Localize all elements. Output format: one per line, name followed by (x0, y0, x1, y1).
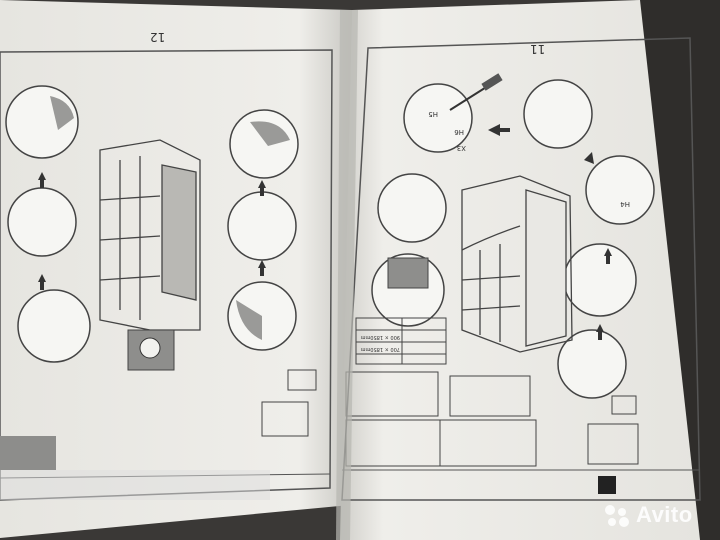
label-x3: X3 (457, 144, 466, 152)
label-h4: H4 (620, 200, 630, 208)
label-dim-b: 700 × 1850mm (360, 346, 400, 352)
label-h5: H5 (428, 110, 438, 118)
avito-watermark: Avito (602, 500, 706, 530)
label-h6: H6 (454, 128, 464, 136)
watermark-brand: Avito (636, 502, 693, 527)
right-page-number: 11 (530, 42, 546, 56)
avito-logo-icon (605, 505, 629, 527)
left-page-number: 12 (150, 30, 166, 44)
right-page (336, 0, 701, 540)
left-page (0, 0, 352, 538)
label-dim-a: 900 × 1850mm (360, 334, 400, 340)
